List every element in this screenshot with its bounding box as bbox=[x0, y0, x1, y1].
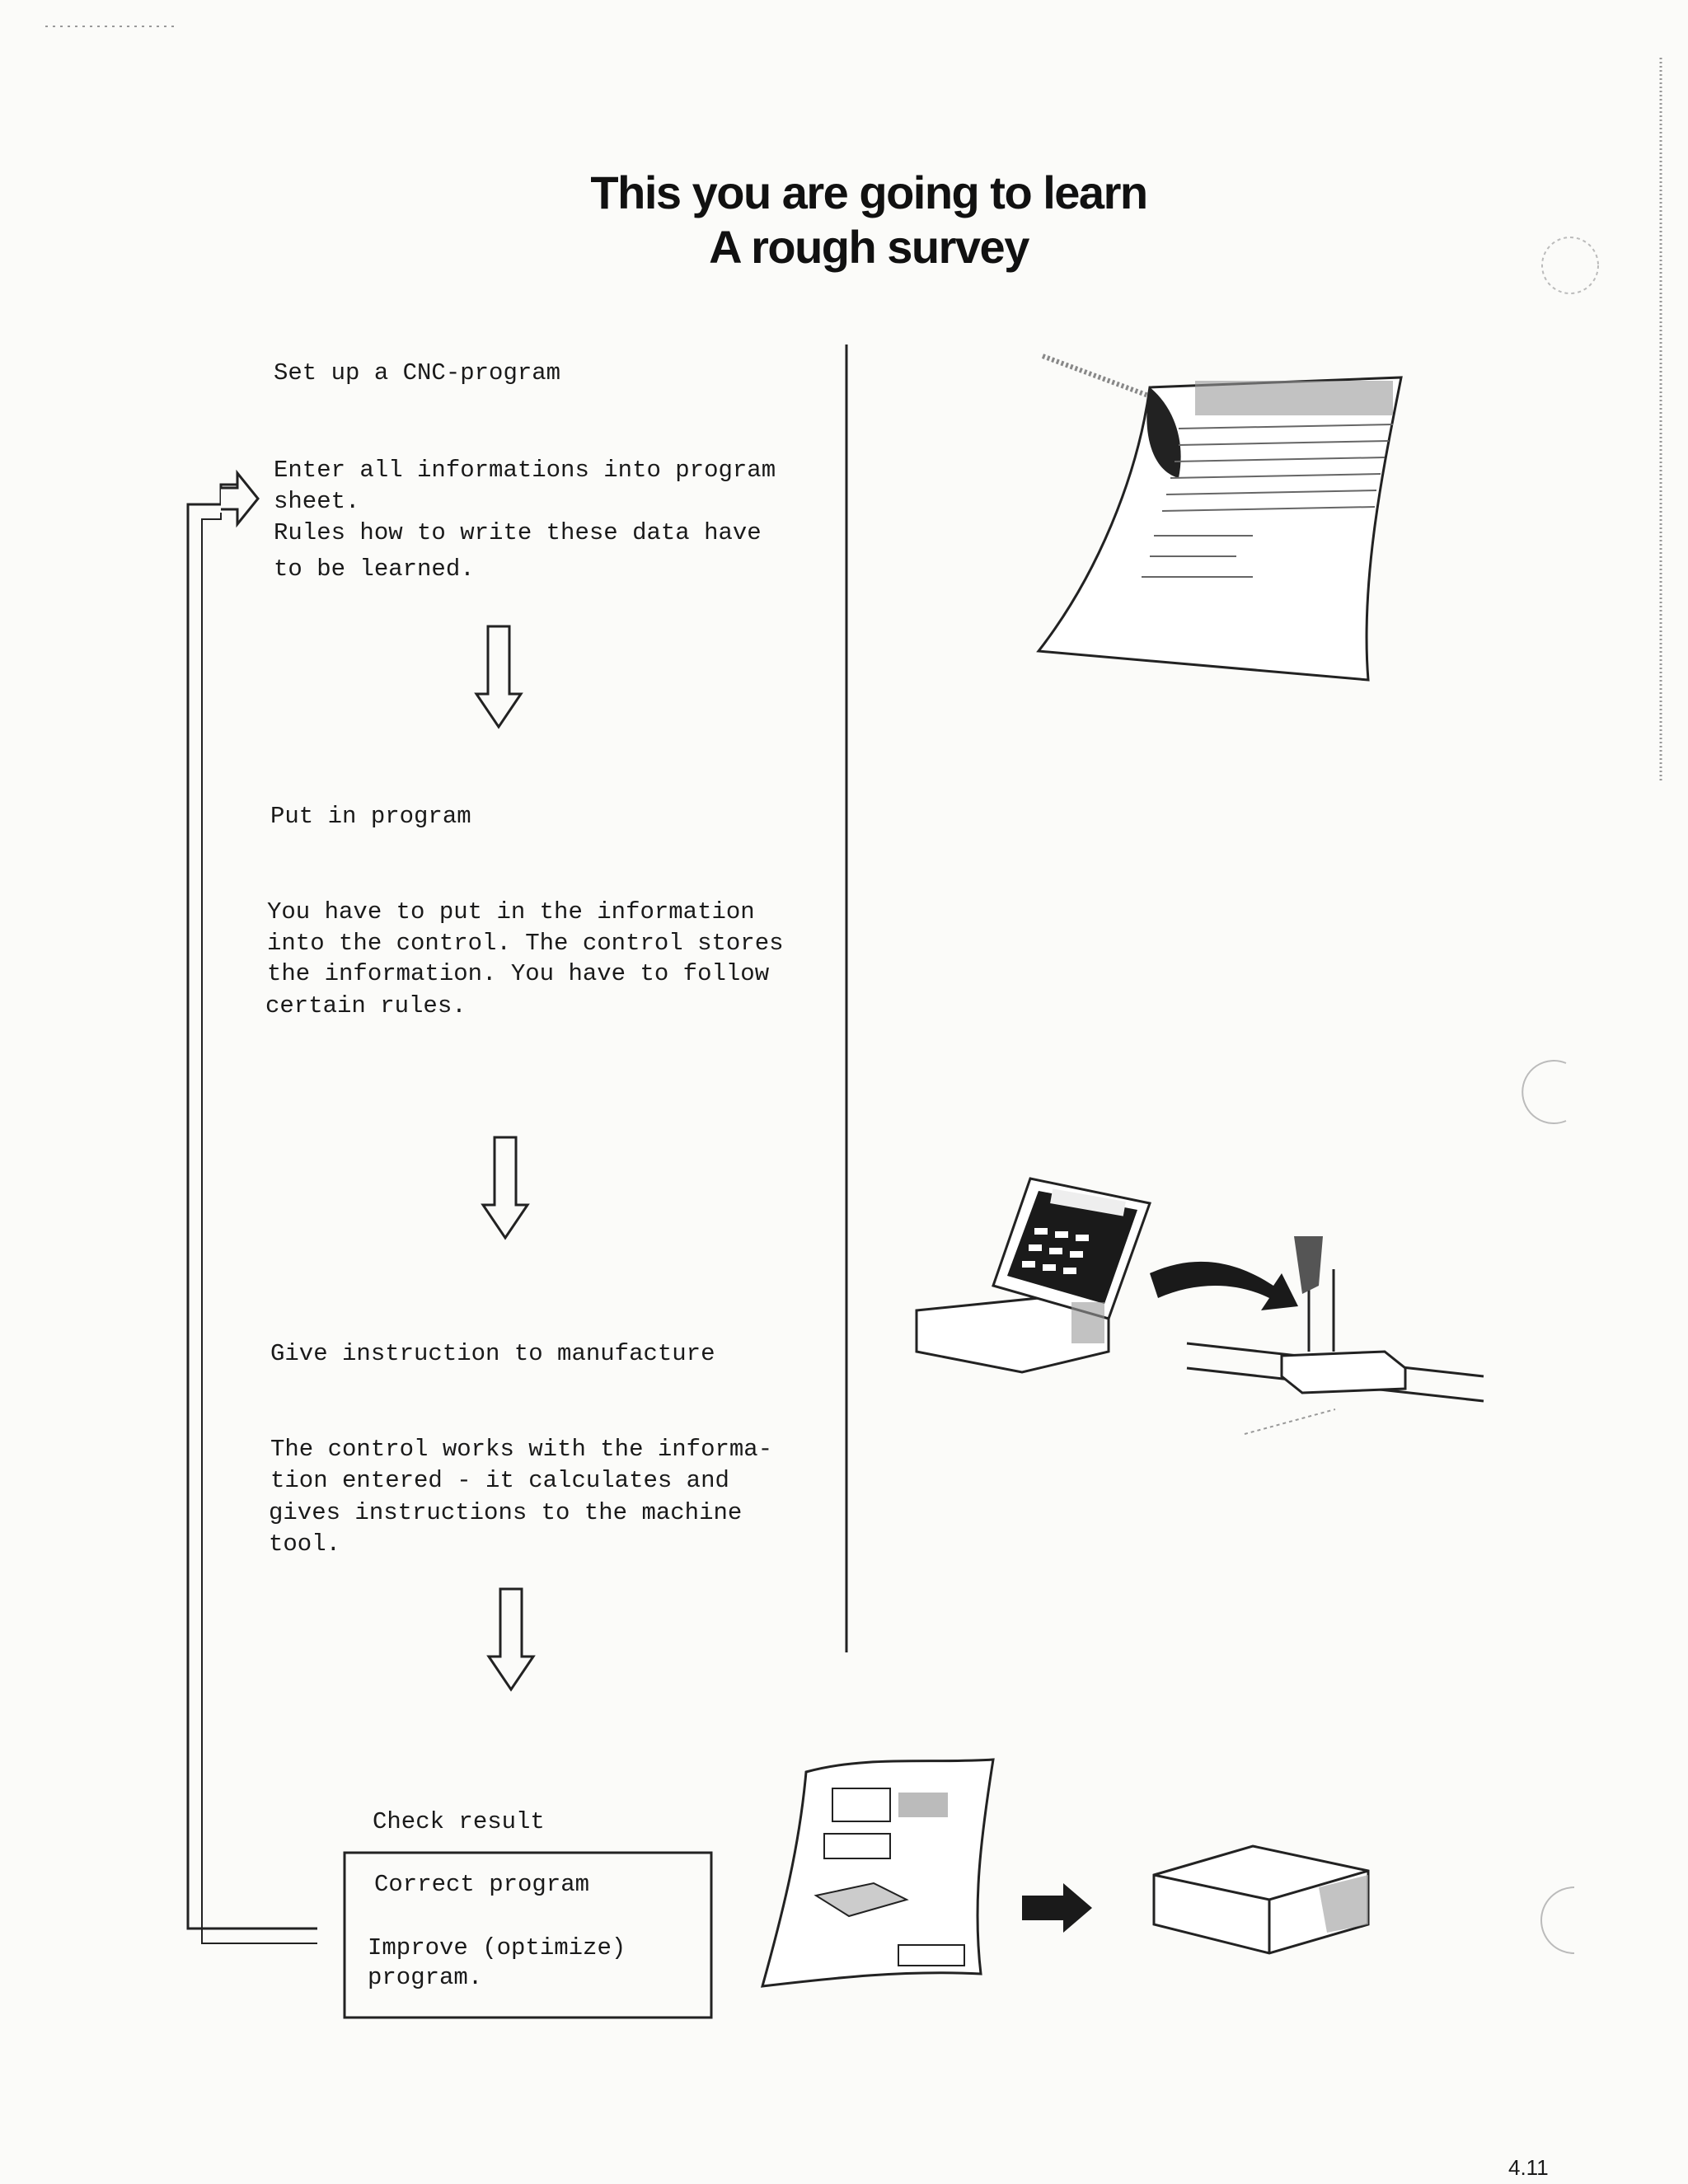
down-arrow-icon-1 bbox=[474, 625, 523, 729]
step-4-line-3: Improve (optimize) bbox=[368, 1934, 626, 1961]
workpiece-illustration bbox=[1152, 1844, 1370, 1955]
loop-arrow-icon bbox=[221, 469, 260, 528]
step-1-line-2: sheet. bbox=[274, 488, 360, 515]
step-2-line-1: You have to put in the information bbox=[267, 898, 755, 926]
page-subtitle: A rough survey bbox=[709, 221, 1029, 273]
step-4-line-4: program. bbox=[368, 1964, 483, 1991]
step-4-heading: Check result bbox=[373, 1808, 545, 1835]
check-result-box bbox=[343, 1851, 713, 2019]
step-3-line-2: tion entered - it calculates and bbox=[270, 1467, 729, 1494]
step-1-heading: Set up a CNC-program bbox=[274, 359, 561, 387]
step-3-line-1: The control works with the informa- bbox=[270, 1436, 773, 1463]
step-3-line-4: tool. bbox=[269, 1530, 341, 1558]
step-1-line-3: Rules how to write these data have bbox=[274, 519, 762, 546]
page-number: 4.11 bbox=[1508, 2155, 1549, 2180]
feedback-loop-line bbox=[186, 483, 317, 1930]
feedback-loop-inner-line bbox=[201, 513, 317, 1944]
result-arrow-icon bbox=[1022, 1883, 1092, 1933]
control-unit-illustration bbox=[915, 1177, 1298, 1374]
step-2-line-4: certain rules. bbox=[265, 992, 467, 1019]
step-1-line-1: Enter all informations into program bbox=[274, 457, 776, 484]
program-sheet-illustration bbox=[1036, 354, 1403, 682]
punch-hole-3 bbox=[1540, 1886, 1575, 1954]
step-2-line-2: into the control. The control stores bbox=[267, 930, 784, 957]
step-3-heading: Give instruction to manufacture bbox=[270, 1340, 715, 1367]
page-title: This you are going to learn bbox=[590, 166, 1148, 218]
step-1-line-4: to be learned. bbox=[274, 555, 475, 583]
down-arrow-icon-2 bbox=[481, 1136, 530, 1240]
step-2-heading: Put in program bbox=[270, 803, 471, 830]
down-arrow-icon-3 bbox=[486, 1587, 536, 1692]
machine-tool-illustration bbox=[1186, 1236, 1484, 1435]
punch-hole-1 bbox=[1541, 237, 1599, 294]
punch-hole-2 bbox=[1522, 1060, 1567, 1124]
drawing-sheet-illustration bbox=[760, 1758, 995, 1988]
step-3-line-3: gives instructions to the machine bbox=[269, 1499, 743, 1526]
step-2-line-3: the information. You have to follow bbox=[267, 960, 770, 987]
step-4-line-1: Correct program bbox=[374, 1871, 590, 1898]
